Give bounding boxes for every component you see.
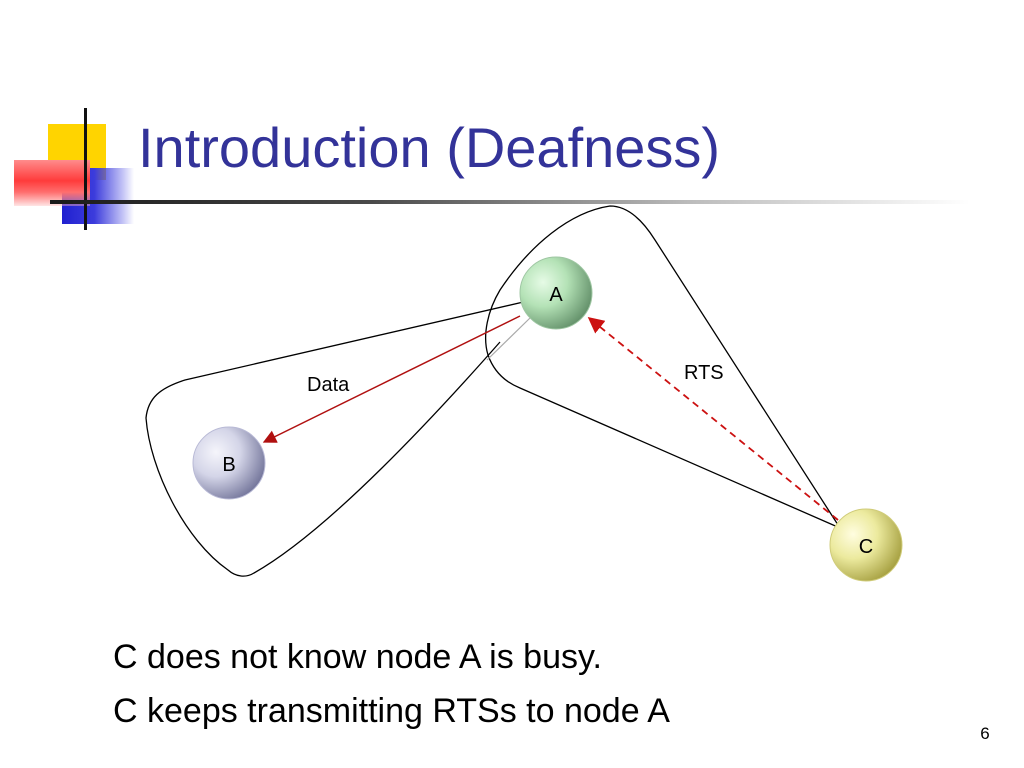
node-a-label: A [549, 284, 563, 306]
connector-a-gray [486, 317, 531, 361]
page-number: 6 [980, 724, 990, 743]
rts-edge-label: RTS [684, 362, 724, 384]
node-c: C [829, 508, 903, 582]
node-b-label: B [222, 454, 235, 476]
node-a: A [519, 256, 593, 330]
node-c-label: C [859, 536, 873, 558]
bullet-list: C does not know node A is busy. C keeps … [113, 630, 670, 738]
title-underline [50, 200, 970, 204]
range-region-a-to-c [485, 205, 841, 529]
range-region-a-to-b [145, 299, 533, 577]
node-b: B [192, 426, 266, 500]
decoration-red-square [14, 160, 90, 206]
decoration-vertical-line [84, 108, 87, 230]
rts-arrow [587, 316, 839, 521]
bullet-item-2: C keeps transmitting RTSs to node A [113, 692, 670, 730]
data-arrow [262, 315, 521, 443]
slide-title: Introduction (Deafness) [138, 116, 721, 179]
data-edge-label: Data [307, 374, 350, 396]
bullet-item-1: C does not know node A is busy. [113, 638, 602, 676]
